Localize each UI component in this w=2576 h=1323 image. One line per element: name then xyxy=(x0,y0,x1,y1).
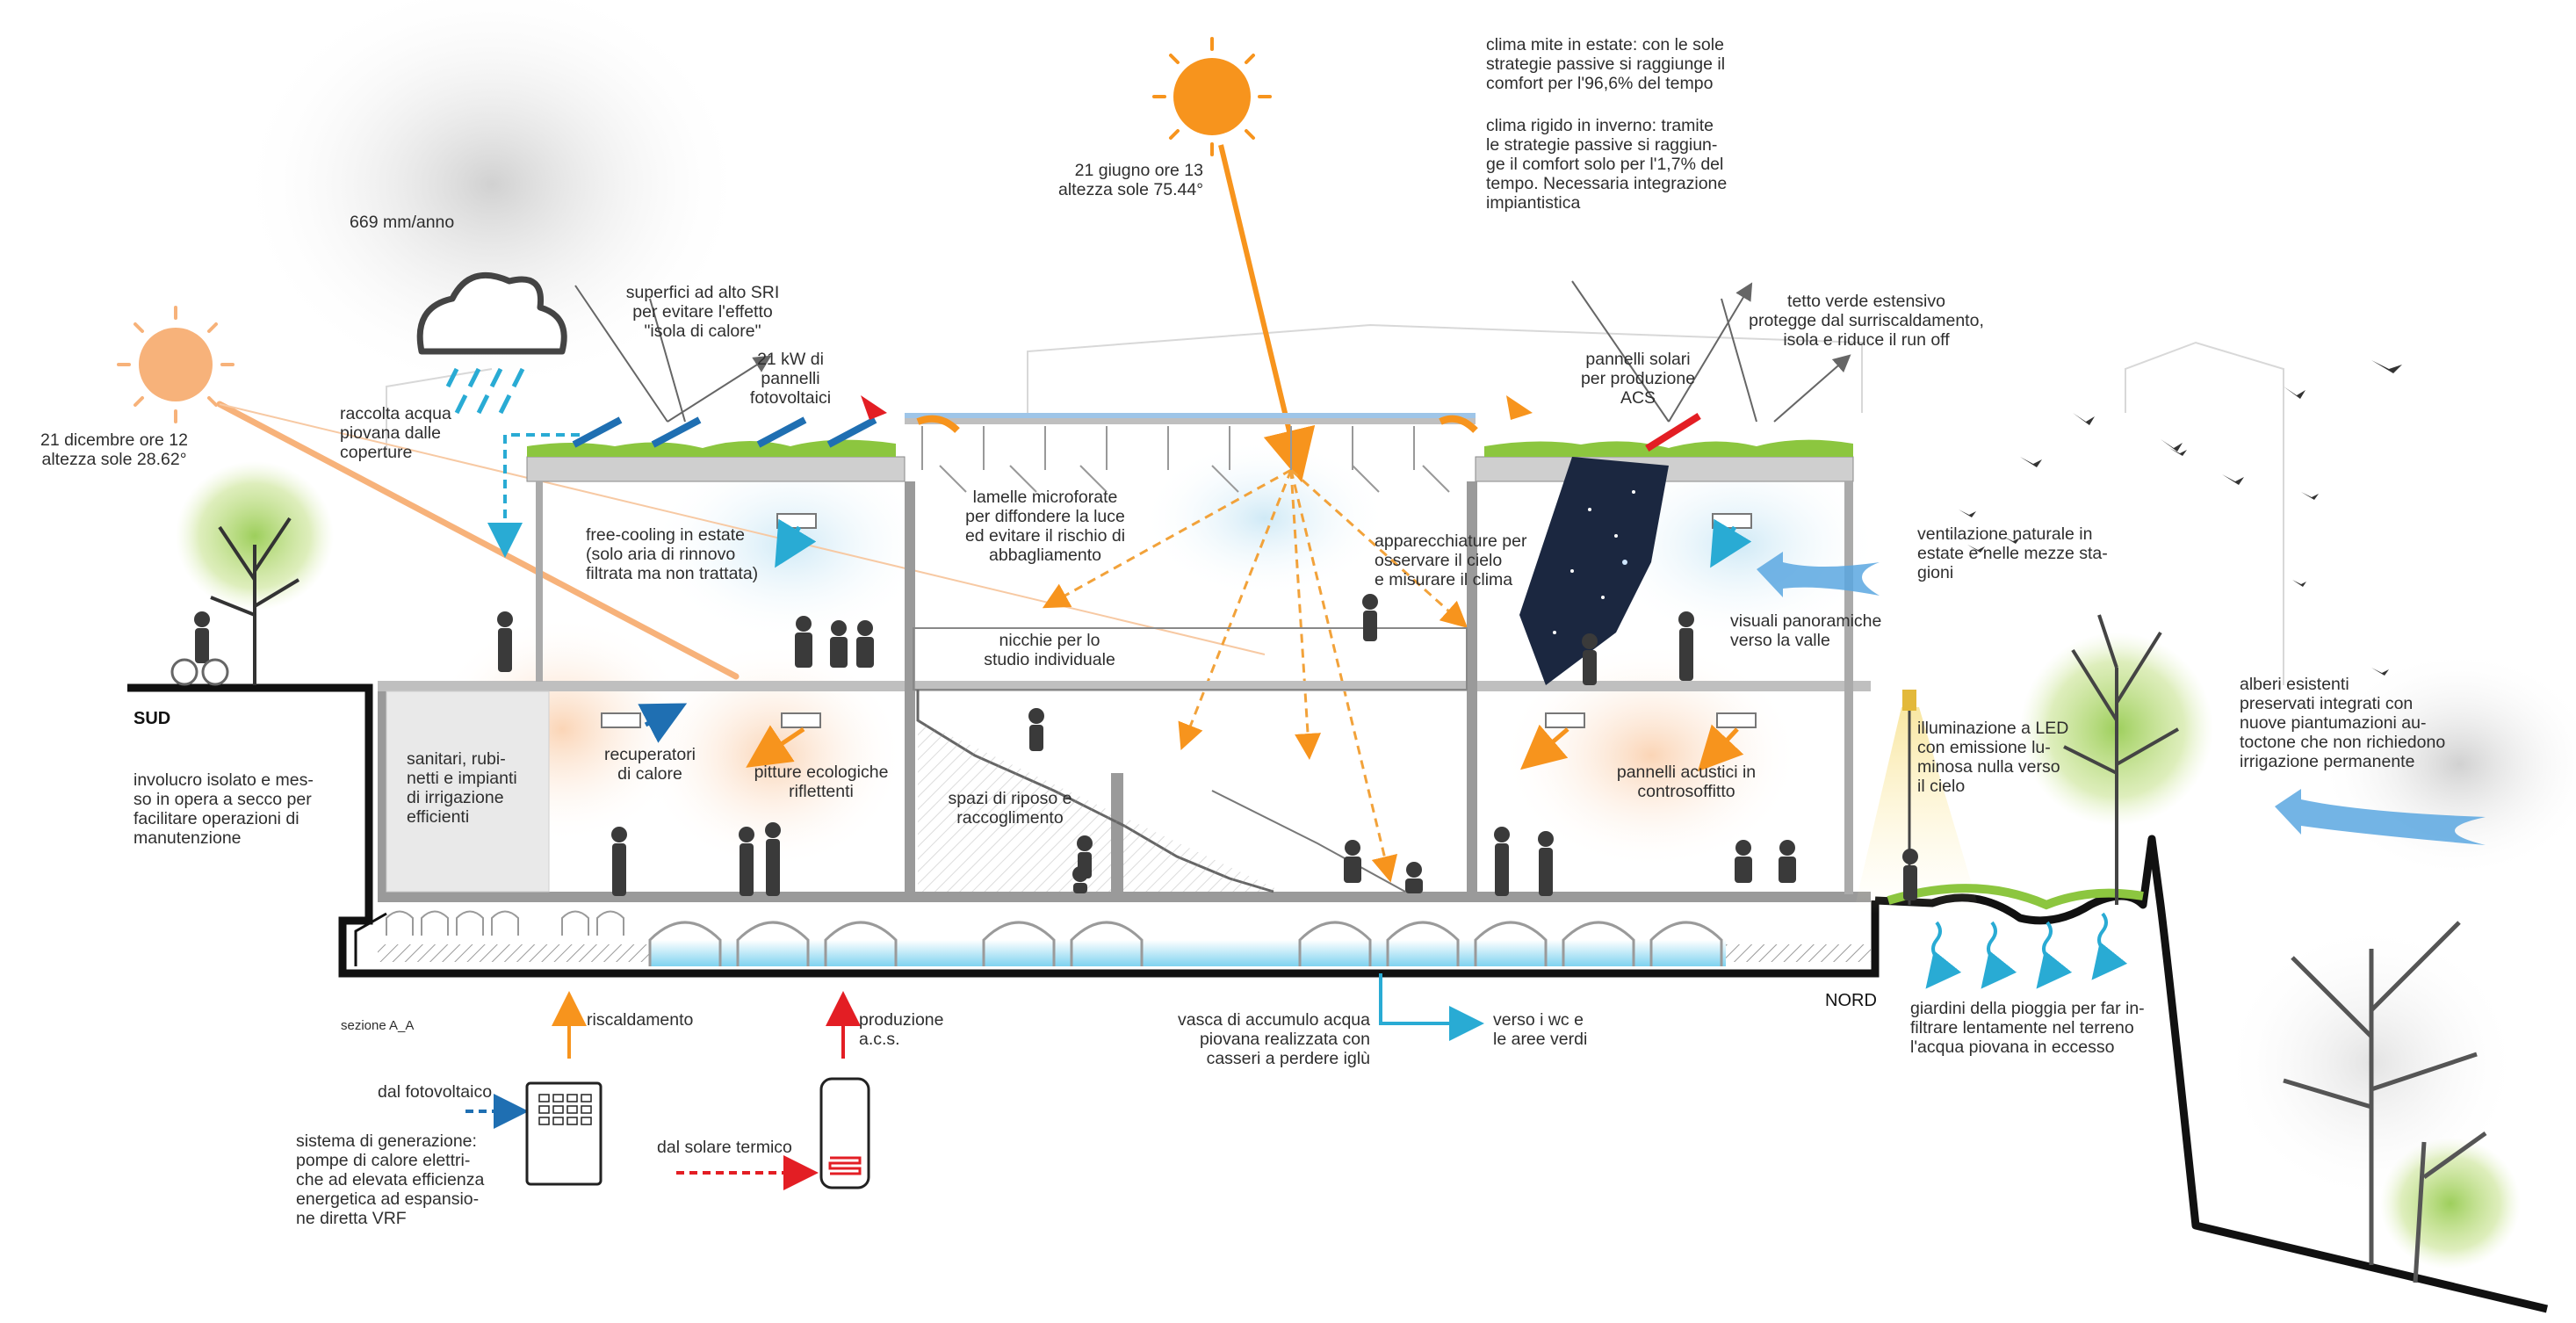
spazi-label: spazi di riposo e raccoglimento xyxy=(948,789,1072,828)
summer-sun-ray xyxy=(1218,144,1316,483)
pannelli-acustici-label: pannelli acustici in controsoffitto xyxy=(1616,763,1757,801)
rain-collection-label: raccolta acqua piovana dalle coperture xyxy=(340,404,451,462)
solar-panels-label: pannelli solari per produzione ACS xyxy=(1580,350,1696,408)
tree-north xyxy=(2020,614,2213,905)
climate-summer-text: clima mite in estate: con le sole strate… xyxy=(1486,35,1726,93)
roof-vent-icons xyxy=(861,395,1533,433)
involucro-label: involucro isolato e mes- so in opera a s… xyxy=(133,770,314,848)
lamelle-label: lamelle microforate per diffondere la lu… xyxy=(964,488,1126,565)
rainwater-collection-arrow xyxy=(487,433,580,558)
nicchie-label: nicchie per lo studio individuale xyxy=(984,631,1115,669)
tree-south xyxy=(176,461,334,685)
ventilation-label: ventilazione naturale in estate e nelle … xyxy=(1917,524,2108,582)
green-roof-label: tetto verde estensivo protegge dal surri… xyxy=(1749,292,1984,350)
diffused-light-rays xyxy=(1042,468,1468,883)
south-label: SUD xyxy=(133,709,171,728)
tree-slope xyxy=(2222,921,2521,1283)
heat-pump-icon xyxy=(525,1081,603,1186)
staircase xyxy=(913,627,1468,893)
observatory-panel xyxy=(1519,457,1669,685)
climate-winter-text: clima rigido in inverno: tramite le stra… xyxy=(1486,116,1728,213)
pitture-label: pitture ecologiche riflettenti xyxy=(754,763,889,801)
winter-sun-icon xyxy=(117,306,235,423)
legend-produzione: produzione a.c.s. xyxy=(859,1010,944,1049)
rain-cloud-icon xyxy=(416,271,567,415)
people-silhouettes xyxy=(170,594,1918,900)
sanitari-label: sanitari, rubi- netti e impianti di irri… xyxy=(407,749,517,827)
legend-icons xyxy=(465,991,870,1190)
legend-riscaldamento: riscaldamento xyxy=(587,1010,694,1030)
north-label: NORD xyxy=(1825,991,1877,1010)
winter-sun-label: 21 dicembre ore 12 altezza sole 28.62° xyxy=(40,430,189,469)
bird-icons xyxy=(1959,360,2402,676)
background-buildings xyxy=(386,323,2284,685)
recuperatori-label: recuperatori di calore xyxy=(603,745,696,784)
legend-dal-fotovoltaico: dal fotovoltaico xyxy=(378,1082,493,1102)
skylight-louvers xyxy=(921,426,1450,493)
rain-amount-label: 669 mm/anno xyxy=(350,213,455,232)
pv-label: 21 kW di pannelli fotovoltaici xyxy=(749,350,832,408)
summer-sun-label: 21 giugno ore 13 altezza sole 75.44° xyxy=(1058,161,1203,199)
legend-sistema: sistema di generazione: pompe di calore … xyxy=(296,1131,485,1228)
led-label: illuminazione a LED con emissione lu- mi… xyxy=(1917,719,2069,796)
legend-dal-solare: dal solare termico xyxy=(657,1138,792,1157)
ac-units xyxy=(601,513,1757,772)
sri-label: superfici ad alto SRI per evitare l'effe… xyxy=(625,283,780,341)
section-title: sezione A_A xyxy=(341,1018,415,1033)
infiltration-arrows xyxy=(1925,912,2128,989)
wc-water-arrow xyxy=(1379,973,1484,1041)
boiler-icon xyxy=(819,1077,870,1189)
apparecchiature-label: apparecchiature per osservare il cielo e… xyxy=(1375,531,1527,589)
green-roofs xyxy=(527,413,1853,457)
water-tank xyxy=(386,910,1726,966)
pv-panels xyxy=(572,413,1701,452)
wind-icons xyxy=(1757,552,2486,845)
wc-label: verso i wc e le aree verdi xyxy=(1493,1010,1588,1049)
visuali-label: visuali panoramiche verso la valle xyxy=(1730,611,1882,650)
trees-label: alberi esistenti preservati integrati co… xyxy=(2240,675,2446,771)
vasca-label: vasca di accumulo acqua piovana realizza… xyxy=(1178,1010,1370,1068)
giardini-label: giardini della pioggia per far in- filtr… xyxy=(1910,999,2145,1057)
free-cooling-label: free-cooling in estate (solo aria di rin… xyxy=(586,525,759,583)
summer-sun-icon xyxy=(1152,37,1272,156)
winter-sun-ray xyxy=(216,401,740,680)
